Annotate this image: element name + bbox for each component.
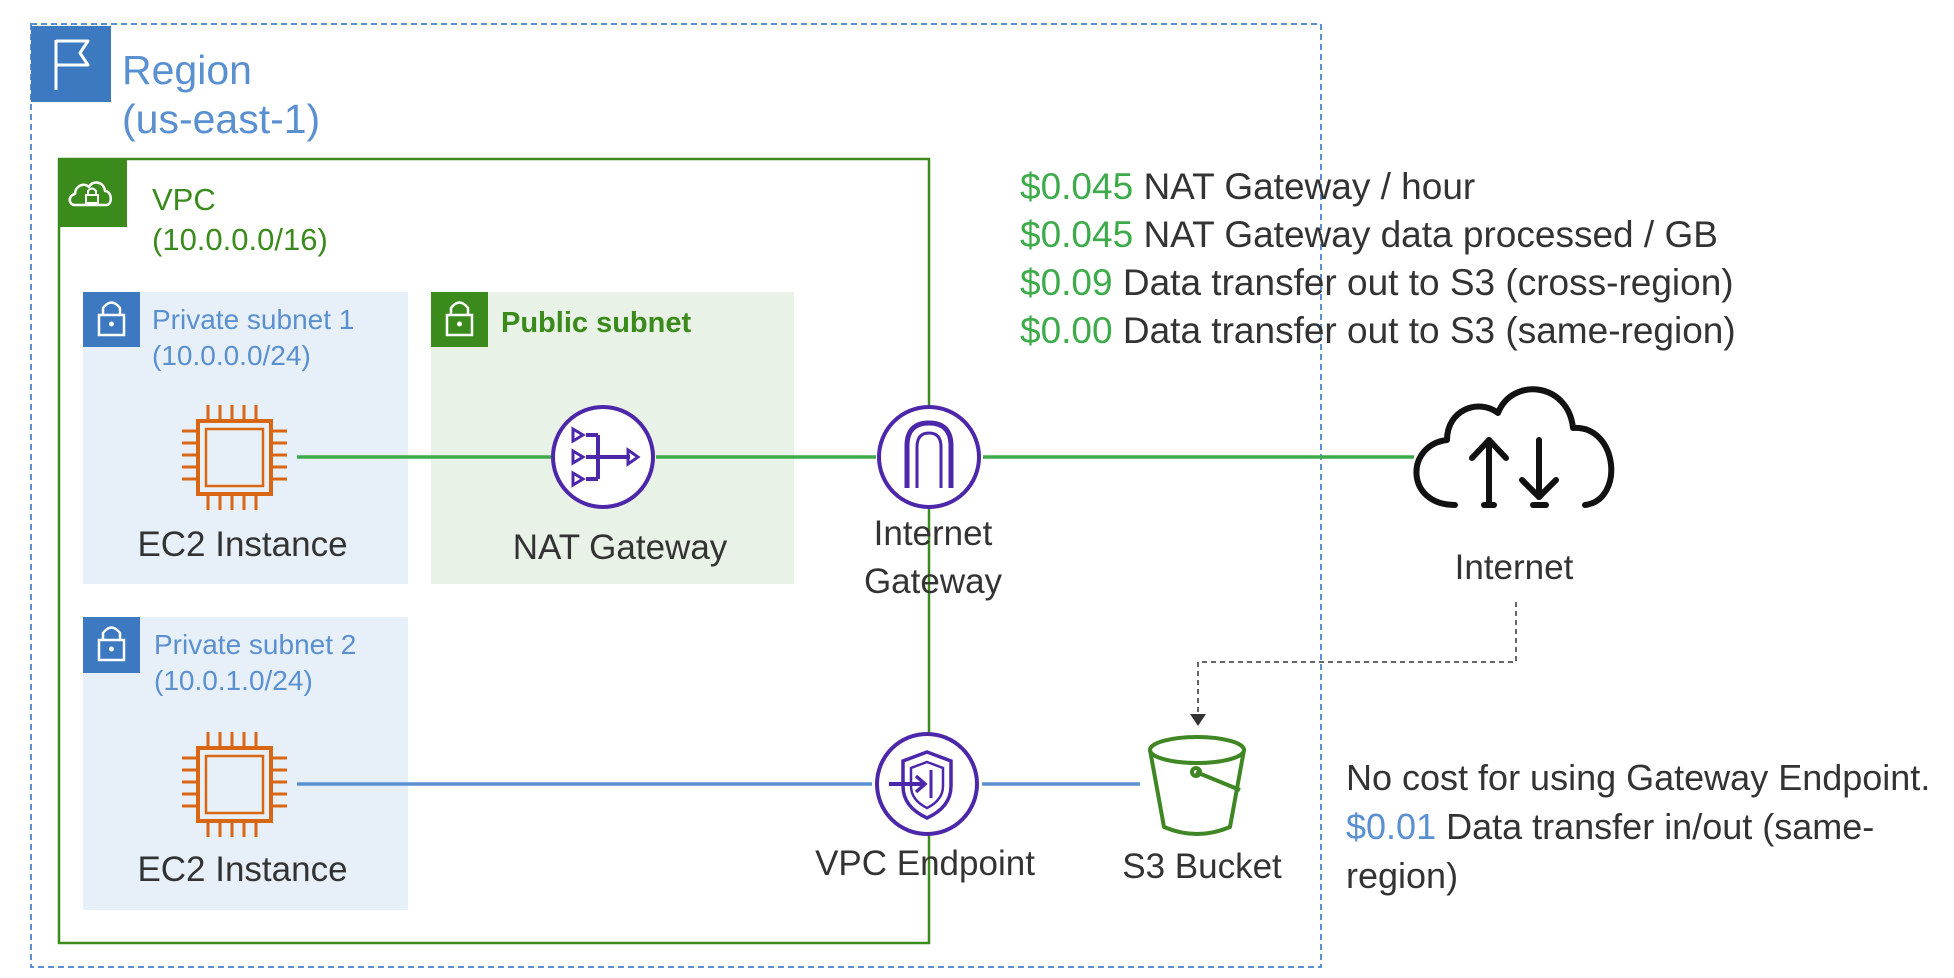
private-subnet-1-cidr: (10.0.0.0/24)	[152, 340, 311, 372]
ec2-instance-1-label: EC2 Instance	[137, 525, 348, 564]
vpc-endpoint-label: VPC Endpoint	[815, 844, 1035, 883]
private-subnet-2-label: Private subnet 2 (10.0.1.0/24)	[154, 627, 356, 700]
endpoint-note-line2: $0.01 Data transfer in/out (same-	[1346, 803, 1930, 852]
endpoint-price-description: Data transfer in/out (same-	[1436, 805, 1875, 847]
pricing-item: $0.09 Data transfer out to S3 (cross-reg…	[1020, 259, 1736, 307]
price-amount: $0.045	[1020, 166, 1134, 207]
public-subnet-label: Public subnet	[501, 307, 692, 339]
s3-bucket-label: S3 Bucket	[1122, 847, 1282, 886]
nat-gateway-label: NAT Gateway	[512, 528, 728, 567]
ec2-instance-2-label: EC2 Instance	[137, 850, 348, 889]
pricing-item: $0.00 Data transfer out to S3 (same-regi…	[1020, 307, 1736, 355]
price-amount: $0.045	[1020, 214, 1134, 256]
endpoint-price-amount: $0.01	[1346, 805, 1437, 847]
bucket-icon	[1148, 735, 1246, 836]
padlock-icon	[431, 292, 488, 347]
vpc-cidr: (10.0.0.0/16)	[152, 222, 328, 258]
arrowhead-icon	[1190, 714, 1206, 726]
pricing-item: $0.045 NAT Gateway / hour	[1020, 163, 1736, 211]
internet-gateway-label: Internet Gateway	[838, 510, 1028, 607]
vpc-title: VPC (10.0.0.0/16)	[152, 180, 328, 261]
region-id: (us-east-1)	[122, 96, 321, 143]
endpoint-note-line3: region)	[1346, 854, 1459, 896]
price-amount: $0.09	[1020, 262, 1113, 304]
region-title: Region (us-east-1)	[122, 46, 320, 144]
price-description: NAT Gateway data processed / GB	[1133, 214, 1718, 256]
cloud-lock-icon	[59, 160, 127, 227]
padlock-icon	[83, 617, 140, 673]
cloud-upload-download-icon	[1413, 386, 1615, 508]
internet-gateway-icon	[877, 405, 981, 509]
region-name: Region	[122, 47, 252, 93]
pricing-item: $0.045 NAT Gateway data processed / GB	[1020, 211, 1736, 259]
vpc-name: VPC	[152, 182, 216, 217]
price-description: Data transfer out to S3 (cross-region)	[1112, 262, 1734, 304]
endpoint-cost-note: No cost for using Gateway Endpoint. $0.0…	[1346, 754, 1930, 901]
vpc-boundary	[57, 157, 931, 945]
flag-icon	[31, 26, 111, 102]
region-boundary	[30, 23, 1322, 968]
endpoint-note-line1: No cost for using Gateway Endpoint.	[1346, 757, 1931, 798]
internet-gateway-label-line2: Gateway	[863, 562, 1003, 602]
chip-icon	[182, 405, 287, 510]
chip-icon	[182, 732, 287, 837]
internet-to-s3-dashed-link	[1197, 602, 1517, 714]
vpc-endpoint-shield-icon	[875, 732, 979, 836]
price-amount: $0.00	[1020, 310, 1113, 352]
price-description: Data transfer out to S3 (same-region)	[1112, 310, 1736, 352]
padlock-icon	[83, 292, 140, 347]
private-subnet-1-label: Private subnet 1 (10.0.0.0/24)	[152, 302, 354, 375]
private-subnet-2-cidr: (10.0.1.0/24)	[154, 665, 313, 697]
private-subnet-2-name: Private subnet 2	[154, 629, 357, 660]
private-subnet-1-name: Private subnet 1	[152, 304, 355, 335]
internet-label: Internet	[1454, 548, 1574, 587]
price-description: NAT Gateway / hour	[1133, 166, 1476, 207]
internet-gateway-label-line1: Internet	[873, 514, 993, 553]
pricing-list: $0.045 NAT Gateway / hour $0.045 NAT Gat…	[1020, 163, 1736, 355]
nat-gateway-icon	[551, 405, 655, 509]
